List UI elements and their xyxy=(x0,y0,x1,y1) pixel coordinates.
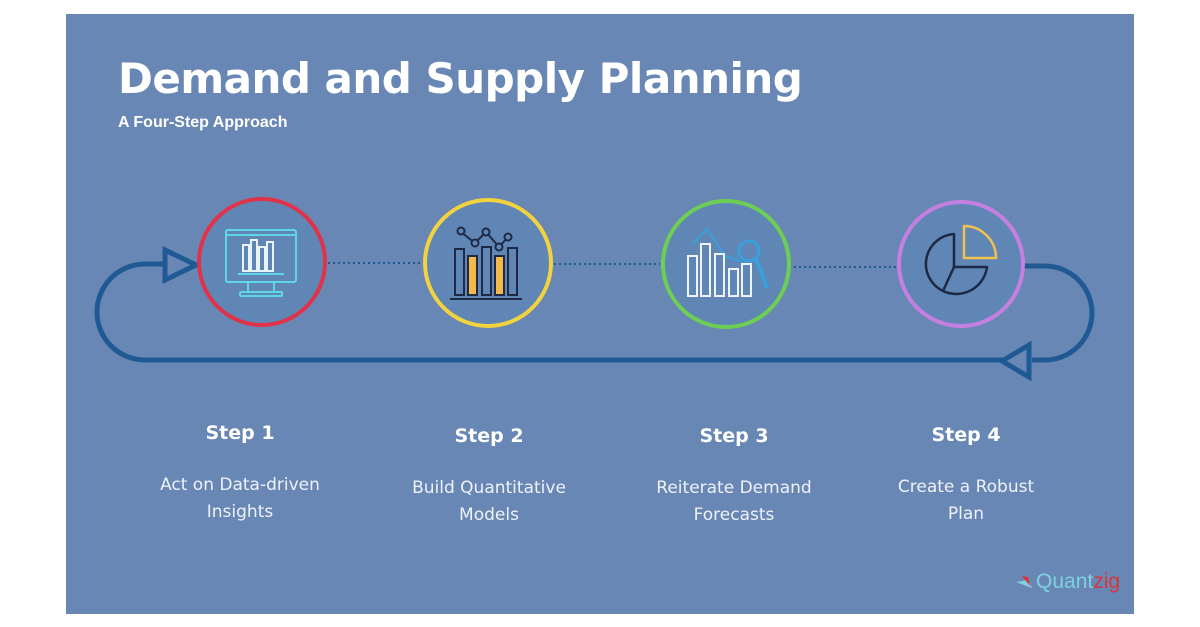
step-3-icon-circle xyxy=(661,199,791,329)
chart-magnifier-icon xyxy=(687,227,769,297)
step-4-description-line1: Create a Robust xyxy=(897,477,1035,497)
page-title: Demand and Supply Planning xyxy=(118,54,803,103)
dotted-connectors xyxy=(328,262,896,268)
arrowhead-right-icon xyxy=(162,246,202,284)
pie-chart-icon xyxy=(924,224,998,296)
step-1: Step 1 Act on Data-driven Insights xyxy=(130,422,350,526)
step-4: Step 4 Create a Robust Plan xyxy=(856,424,1076,528)
step-1-description-line1: Act on Data-driven xyxy=(160,475,320,495)
arrowhead-left-icon xyxy=(997,340,1032,382)
step-3-description: Reiterate Demand Forecasts xyxy=(624,475,844,529)
page-subtitle: A Four-Step Approach xyxy=(118,114,288,131)
step-1-description: Act on Data-driven Insights xyxy=(130,472,350,526)
step-4-description-line2: Plan xyxy=(947,504,985,524)
loop-arrow-path xyxy=(94,261,1095,363)
step-2-description: Build Quantitative Models xyxy=(379,475,599,529)
step-3-description-line2: Forecasts xyxy=(693,505,775,525)
step-2: Step 2 Build Quantitative Models xyxy=(379,425,599,529)
logo-text-zig: zig xyxy=(1093,570,1121,593)
step-1-icon-circle xyxy=(197,197,327,327)
step-1-description-line2: Insights xyxy=(206,502,274,522)
step-2-description-line2: Models xyxy=(459,505,519,525)
step-4-description: Create a Robust Plan xyxy=(856,474,1076,528)
logo-mark-icon xyxy=(1016,576,1032,588)
step-3-title: Step 3 xyxy=(699,425,769,447)
logo-text-quant: Quant xyxy=(1036,570,1094,593)
bar-line-chart-icon xyxy=(450,226,522,300)
step-4-icon-circle xyxy=(897,200,1025,328)
step-3-description-line1: Reiterate Demand xyxy=(656,478,812,498)
step-2-icon-circle xyxy=(423,198,553,328)
monitor-bar-chart-icon xyxy=(225,229,297,297)
step-3: Step 3 Reiterate Demand Forecasts xyxy=(624,425,844,529)
step-1-title: Step 1 xyxy=(205,422,275,444)
step-2-title: Step 2 xyxy=(454,425,524,447)
step-4-title: Step 4 xyxy=(931,424,1001,446)
step-2-description-line1: Build Quantitative xyxy=(412,478,566,498)
